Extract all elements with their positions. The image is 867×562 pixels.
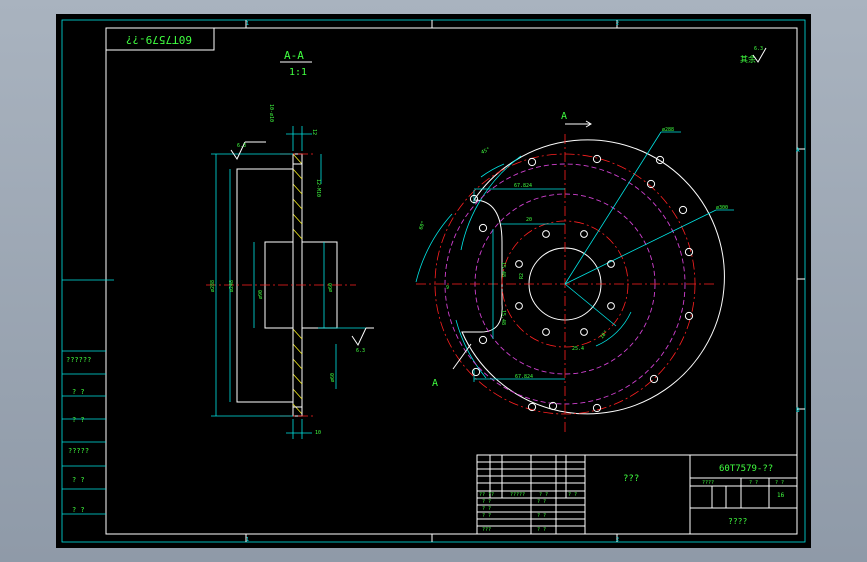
dim-label: ø248 xyxy=(229,280,235,292)
header-cell: ???? xyxy=(702,480,714,486)
row-label: ? ? xyxy=(482,506,491,512)
side-label: ?????? xyxy=(66,356,91,364)
rev-cell: ? ? xyxy=(568,492,577,498)
dim-label: 15.48 xyxy=(500,310,506,325)
row-label: ? ? xyxy=(482,499,491,505)
side-label: ????? xyxy=(68,447,89,455)
roughness-note: 其余 6.3 xyxy=(740,46,767,64)
dim-label: 45° xyxy=(480,147,491,156)
dim-label: 12-M10 xyxy=(315,179,321,197)
drawing-number: 60T7579-?? xyxy=(719,464,773,474)
row-value: ? ? xyxy=(537,513,546,519)
dim-label: 6.3 xyxy=(356,348,365,354)
side-label: ? ? xyxy=(72,388,85,396)
zone-letter: A xyxy=(796,147,800,154)
zone-letter: 2 xyxy=(616,537,619,543)
row-label: ? ? xyxy=(482,513,491,519)
rev-cell: ?? ?? xyxy=(479,492,494,498)
drawing-canvas[interactable]: 1 2 A B 1 2 ?????? ? ? ? ? ????? ? ? ? ?… xyxy=(56,14,811,548)
dim-label: ø288 xyxy=(662,127,674,133)
dim-label: 10 xyxy=(315,430,321,436)
view-marker: A xyxy=(561,111,567,122)
scale-label: 1:1 xyxy=(289,67,307,78)
drawing-number-upside: 60T7579-?? xyxy=(126,33,192,46)
zone-letter: 1 xyxy=(246,537,249,543)
dim-label: 60° xyxy=(418,220,427,231)
outer-frame xyxy=(61,19,806,543)
zone-letter: 1 xyxy=(246,21,249,27)
part-name: ??? xyxy=(623,474,639,484)
dim-label: 15.48 xyxy=(500,262,506,277)
rev-cell: ? ? xyxy=(539,492,548,498)
dim-label: ø300 xyxy=(716,205,728,211)
dim-label: 10-ø10 xyxy=(268,104,274,122)
dim-label: 20 xyxy=(526,217,532,223)
dim-label: 18° xyxy=(599,330,609,341)
row-label: ??? xyxy=(482,527,491,533)
dim-label: 67.824 xyxy=(514,183,532,189)
sheet-number: 16 xyxy=(777,492,785,499)
section-label: A-A xyxy=(284,49,304,62)
drawing-number-box xyxy=(105,27,215,51)
title-block: ??? 60T7579-?? ???? ???? ? ? ? ? 16 ?? ?… xyxy=(476,454,798,535)
side-label: ? ? xyxy=(72,476,85,484)
view-marker: A xyxy=(432,378,438,389)
dim-label: 12 xyxy=(311,129,317,135)
inner-frame xyxy=(105,27,798,535)
zone-letter: B xyxy=(796,407,800,414)
row-value: ? ? xyxy=(537,527,546,533)
dim-label: 6.3 xyxy=(237,143,246,149)
dim-label: ø288 xyxy=(210,280,216,292)
side-label: ? ? xyxy=(72,416,85,424)
svg-text:6.3: 6.3 xyxy=(754,46,763,52)
dim-label: R2 xyxy=(519,273,525,279)
zone-letter: 2 xyxy=(616,21,619,27)
section-view: 10-ø10 12 12-M10 ø288 ø248 ø90 ø60 ø60 1… xyxy=(206,104,374,439)
front-view: A A ø288 ø300 67.824 67.824 20 xyxy=(415,111,734,434)
dim-label: ø60 xyxy=(328,283,334,292)
side-label: ? ? xyxy=(72,506,85,514)
side-label-strip: ?????? ? ? ? ? ????? ? ? ? ? xyxy=(62,350,106,515)
dim-label: ø60 xyxy=(330,373,336,382)
svg-text:其余: 其余 xyxy=(740,54,756,64)
dim-label: 25.4 xyxy=(572,346,584,352)
dim-label: 67.824 xyxy=(515,374,533,380)
rev-cell: ????? xyxy=(510,492,525,498)
header-cell: ? ? xyxy=(749,480,758,486)
row-value: ? ? xyxy=(537,499,546,505)
header-cell: ? ? xyxy=(775,480,784,486)
dim-label: 9 xyxy=(446,285,449,291)
dim-label: ø90 xyxy=(258,290,264,299)
drawing-sheet: 1 2 A B 1 2 ?????? ? ? ? ? ????? ? ? ? ?… xyxy=(56,14,811,548)
material: ???? xyxy=(728,517,747,526)
